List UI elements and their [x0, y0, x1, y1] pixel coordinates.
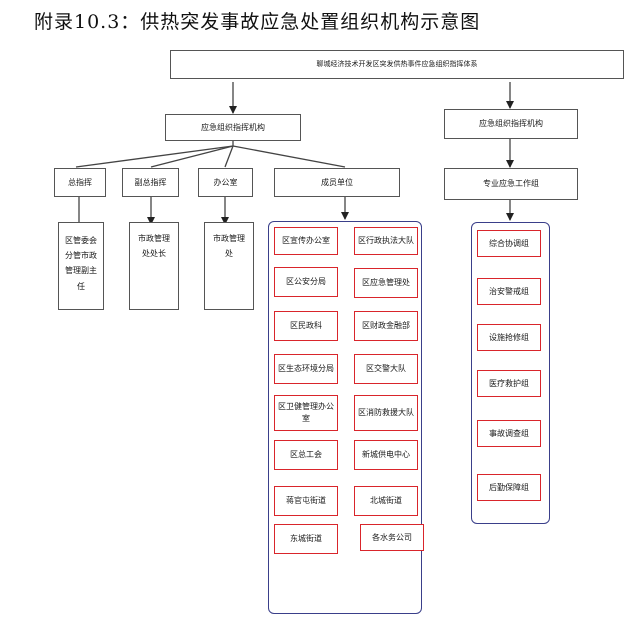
fan-line-office	[224, 145, 234, 168]
professional-workgroup-box: 专业应急工作组	[444, 168, 578, 200]
left-command-hq: 应急组织指挥机构	[165, 114, 301, 141]
role-deputy: 副总指挥	[122, 168, 179, 197]
member-unit-right-8: 各水务公司	[360, 524, 424, 551]
workgroup-3: 设施抢修组	[477, 324, 541, 351]
role-chief: 总指挥	[54, 168, 106, 197]
workgroups-frame	[471, 222, 550, 524]
member-unit-right-1: 区行政执法大队	[354, 227, 418, 255]
member-unit-left-3: 区民政科	[274, 311, 338, 341]
top-system-box: 聊城经济技术开发区突发供热事件应急组织指挥体系	[170, 50, 624, 79]
workgroup-4: 医疗救护组	[477, 370, 541, 397]
member-unit-right-2: 区应急管理处	[354, 268, 418, 298]
member-units-frame	[268, 221, 422, 614]
page-title: 附录10.3：供热突发事故应急处置组织机构示意图	[34, 11, 481, 33]
member-unit-right-4: 区交警大队	[354, 354, 418, 384]
member-unit-right-5: 区消防救援大队	[354, 395, 418, 431]
role-members: 成员单位	[274, 168, 400, 197]
deputy-assignee-box: 市政管理处处长	[129, 222, 179, 310]
member-unit-left-7: 蒋官屯街道	[274, 486, 338, 516]
member-unit-right-6: 新城供电中心	[354, 440, 418, 470]
workgroup-1: 综合协调组	[477, 230, 541, 257]
member-unit-left-6: 区总工会	[274, 440, 338, 470]
member-unit-right-7: 北城街道	[354, 486, 418, 516]
workgroup-2: 治安警戒组	[477, 278, 541, 305]
fan-line-members	[232, 145, 346, 168]
chief-assignee-box: 区管委会分管市政管理副主任	[58, 222, 104, 310]
right-command-hq: 应急组织指挥机构	[444, 109, 578, 139]
member-unit-left-5: 区卫健管理办公室	[274, 395, 338, 431]
member-unit-left-1: 区宣传办公室	[274, 227, 338, 255]
workgroup-6: 后勤保障组	[477, 474, 541, 501]
workgroup-5: 事故调查组	[477, 420, 541, 447]
member-unit-left-4: 区生态环境分局	[274, 354, 338, 384]
member-unit-left-8: 东城街道	[274, 524, 338, 554]
fan-line-deputy	[150, 145, 234, 168]
member-unit-right-3: 区财政金融部	[354, 311, 418, 341]
fan-line-chief	[75, 145, 234, 168]
member-unit-left-2: 区公安分局	[274, 267, 338, 297]
role-office: 办公室	[198, 168, 253, 197]
office-assignee-box: 市政管理处	[204, 222, 254, 310]
